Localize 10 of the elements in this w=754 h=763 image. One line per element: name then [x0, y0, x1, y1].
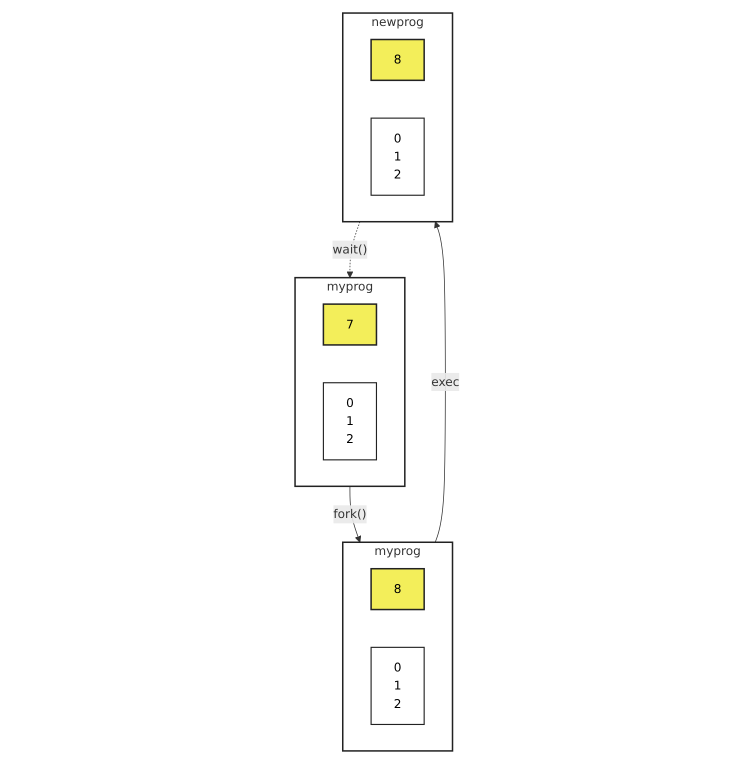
arrow [434, 220, 446, 542]
node-box: 7 [322, 302, 377, 346]
edge-label: wait() [332, 242, 368, 256]
node-box: 0 1 2 [370, 117, 425, 196]
edge-label: exec [431, 374, 460, 388]
node-box: 0 1 2 [370, 646, 425, 725]
edge-label: fork() [333, 506, 366, 521]
node-box: 0 1 2 [322, 382, 377, 460]
node-box: 8 [370, 567, 425, 610]
node-box: 8 [370, 38, 425, 81]
